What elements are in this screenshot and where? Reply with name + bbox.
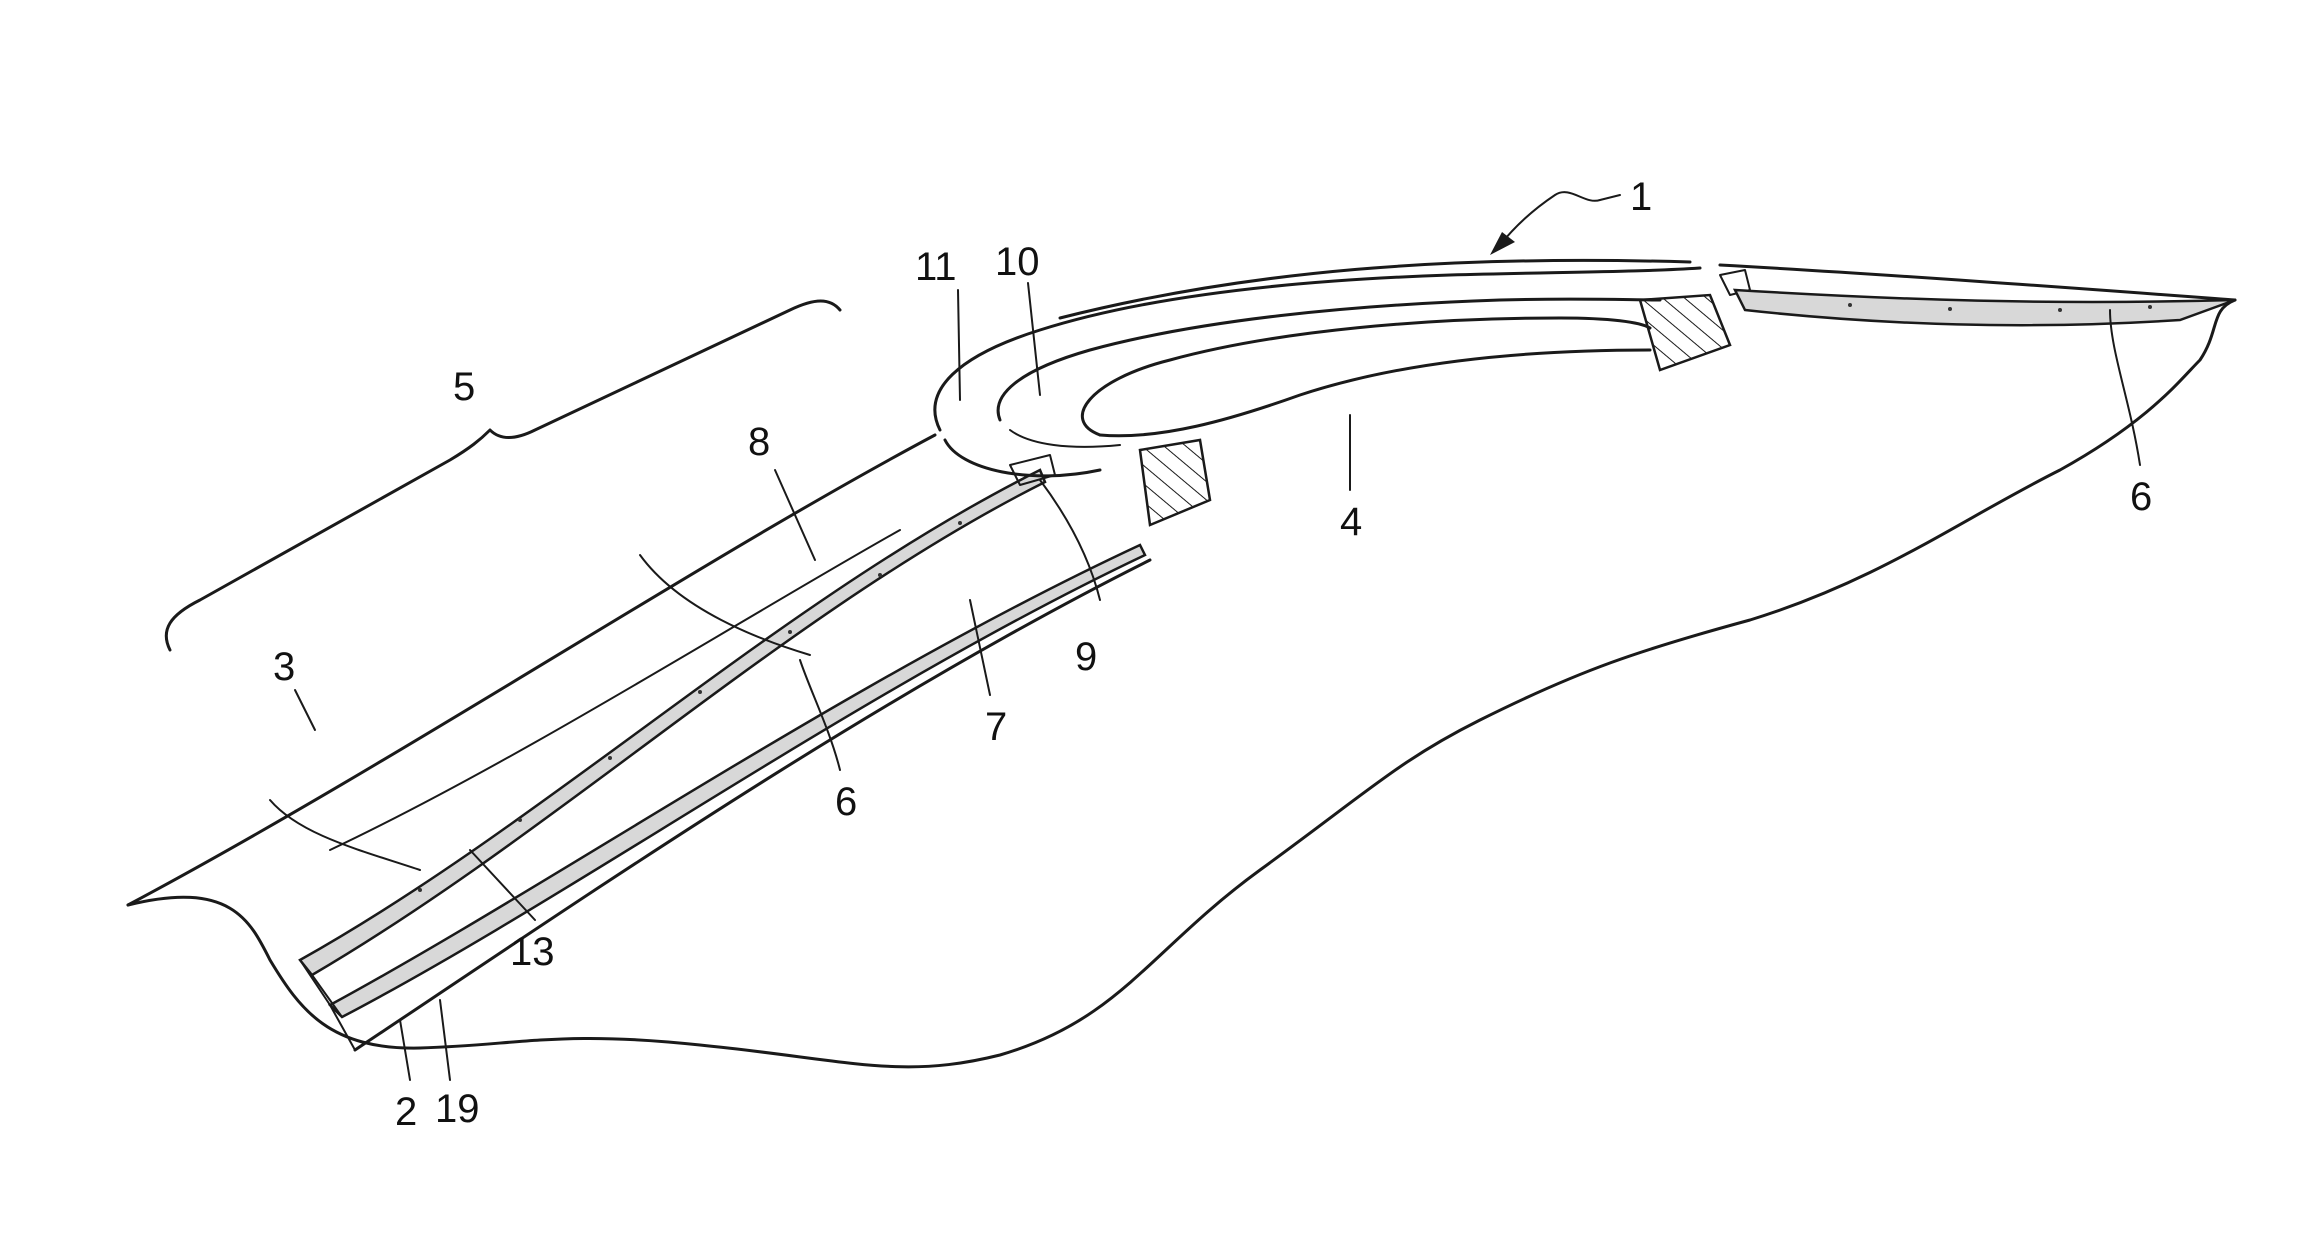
left-end-face-3 xyxy=(312,975,342,1017)
label-5: 5 xyxy=(453,365,475,409)
label-9: 9 xyxy=(1075,635,1097,679)
skin-layer-7 xyxy=(330,545,1145,1017)
shell-top-edge-right xyxy=(1060,260,1690,318)
label-4: 4 xyxy=(1340,500,1362,544)
leader-lines xyxy=(295,283,2140,1080)
label-1: 1 xyxy=(1630,175,1652,219)
section-cut-right xyxy=(1640,295,1730,370)
flange-lip xyxy=(945,440,1100,476)
label-19: 19 xyxy=(435,1087,480,1131)
flange-lip-inner xyxy=(1010,430,1120,447)
label-10: 10 xyxy=(995,240,1040,284)
label-2: 2 xyxy=(395,1090,417,1134)
flange-outer-ring xyxy=(935,268,1700,430)
wall-mid-line xyxy=(330,530,900,850)
label-11: 11 xyxy=(915,245,957,289)
label-7: 7 xyxy=(985,705,1007,749)
label-13: 13 xyxy=(510,930,555,974)
bracket-5 xyxy=(166,301,840,650)
skin-layer-8 xyxy=(300,470,1045,975)
wall-inner-line xyxy=(355,560,1150,1050)
label-3: 3 xyxy=(273,645,295,689)
leader-1 xyxy=(1500,192,1620,245)
opening-lower-edge xyxy=(1100,350,1650,436)
zone-boundary-left xyxy=(270,800,420,870)
shell-top-edge xyxy=(128,435,935,905)
section-cut-left xyxy=(1140,440,1210,525)
section-small-left xyxy=(1010,455,1055,485)
label-6-center: 6 xyxy=(835,780,857,824)
leader-1-arrow xyxy=(1490,232,1515,255)
label-8: 8 xyxy=(748,420,770,464)
label-6-right: 6 xyxy=(2130,475,2152,519)
